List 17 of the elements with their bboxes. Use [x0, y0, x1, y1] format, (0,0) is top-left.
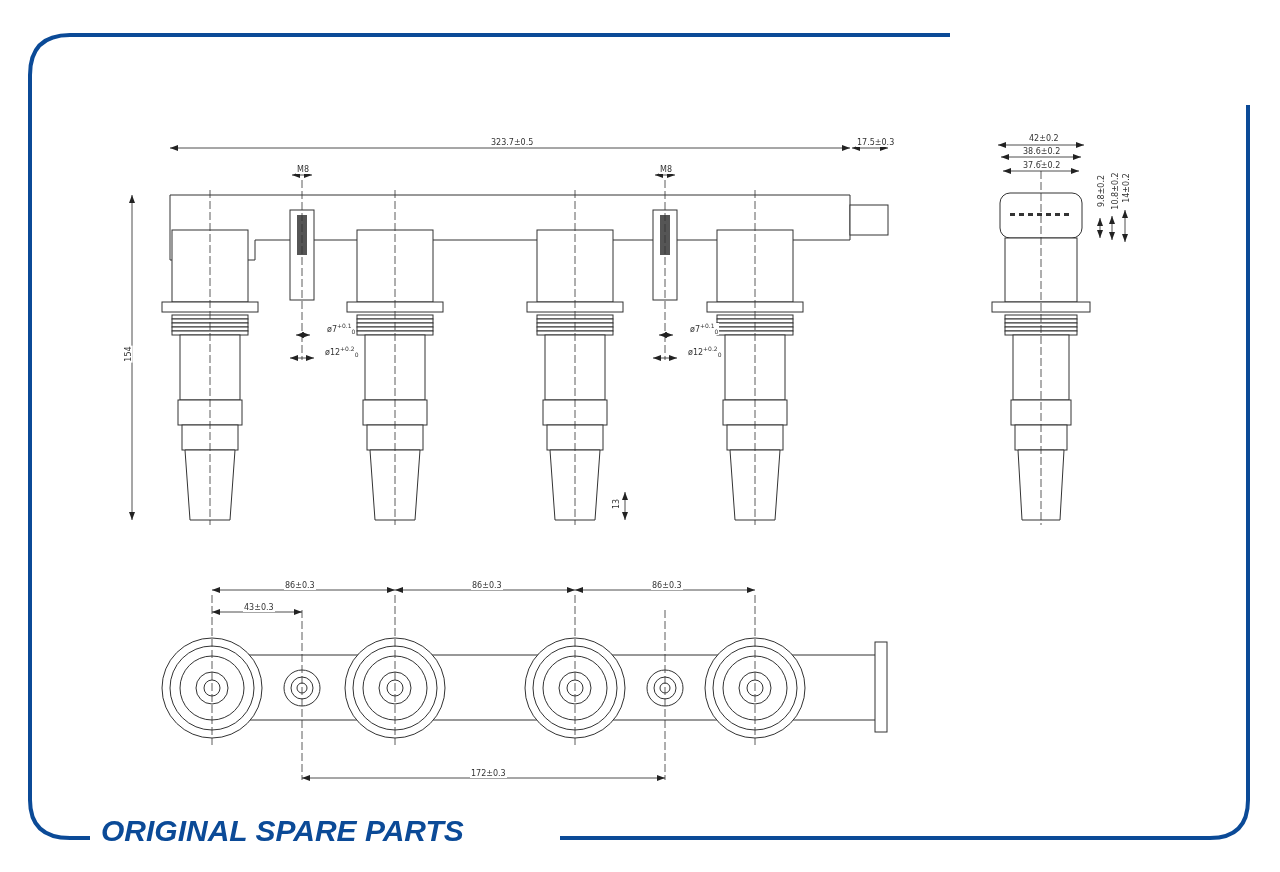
dimension-label: 86±0.3 [651, 582, 683, 590]
dimension-label: 42±0.2 [1028, 135, 1060, 143]
dimension-label: 14±0.2 [1122, 172, 1131, 204]
dimension-label: 10.8±0.2 [1111, 171, 1120, 211]
dimension-label: 38.6±0.2 [1022, 148, 1062, 156]
dimension-label: 37.6±0.2 [1022, 162, 1062, 170]
dimension-label: 323.7±0.5 [490, 139, 535, 147]
dimension-label: M8 [659, 166, 673, 174]
dimension-label: 172±0.3 [470, 770, 507, 778]
dimension-label: 17.5±0.3 [856, 139, 896, 147]
dimension-label: 86±0.3 [471, 582, 503, 590]
dimension-label: 86±0.3 [284, 582, 316, 590]
dimension-label: 43±0.3 [243, 604, 275, 612]
dimension-label: M8 [296, 166, 310, 174]
dimension-label: 154 [124, 345, 133, 363]
dimension-label: 9.8±0.2 [1098, 173, 1107, 209]
dimension-label: 13 [613, 497, 622, 511]
